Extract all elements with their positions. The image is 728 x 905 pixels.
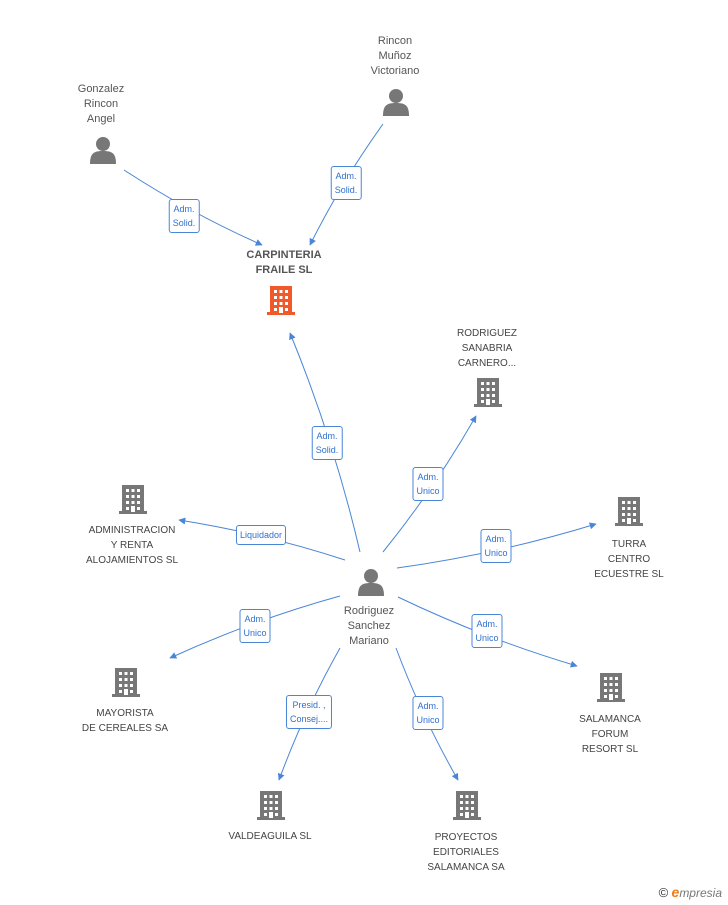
relation-badge-e3[interactable]: Adm. Solid. [311, 426, 343, 460]
relation-badge-e1[interactable]: Adm. Solid. [168, 199, 200, 233]
building-icon-rodriguez_sanabria[interactable] [474, 378, 502, 407]
relation-badge-e9[interactable]: Presid. , Consej.... [285, 695, 333, 729]
building-icon-valdeaguila[interactable] [257, 791, 285, 820]
node-label-valdeaguila[interactable]: VALDEAGUILA SL [228, 831, 312, 842]
empresia-watermark: © empresia [659, 884, 722, 900]
person-icon-gonzalez[interactable] [90, 137, 116, 164]
relation-badge-e8[interactable]: Adm. Unico [471, 614, 503, 648]
building-icon-turra[interactable] [615, 497, 643, 526]
relation-badge-e4[interactable]: Adm. Unico [412, 467, 444, 501]
person-icon-rincon[interactable] [383, 89, 409, 116]
node-label-administracion[interactable]: ADMINISTRACION Y RENTA ALOJAMIENTOS SL [85, 525, 179, 566]
building-icon-proyectos[interactable] [453, 791, 481, 820]
node-label-rodriguez_sanabria[interactable]: RODRIGUEZ SANABRIA CARNERO... [457, 328, 517, 369]
node-label-turra[interactable]: TURRA CENTRO ECUESTRE SL [594, 539, 664, 580]
relation-badge-e6[interactable]: Adm. Unico [480, 529, 512, 563]
copyright-symbol: © [658, 885, 669, 900]
brand-logo-text: mpresia [679, 886, 722, 900]
relation-badge-e2[interactable]: Adm. Solid. [330, 166, 362, 200]
relation-badge-e10[interactable]: Adm. Unico [412, 696, 444, 730]
node-label-gonzalez[interactable]: Gonzalez Rincon Angel [77, 83, 125, 125]
node-label-carpinteria[interactable]: CARPINTERIA FRAILE SL [246, 249, 322, 276]
brand-logo-e: e [671, 884, 680, 900]
node-label-proyectos[interactable]: PROYECTOS EDITORIALES SALAMANCA SA [427, 832, 505, 873]
node-label-rodriguez_sanchez[interactable]: Rodriguez Sanchez Mariano [343, 605, 395, 647]
node-label-rincon[interactable]: Rincon Muñoz Victoriano [370, 35, 420, 77]
node-label-salamanca_forum[interactable]: SALAMANCA FORUM RESORT SL [579, 714, 641, 755]
building-icon-administracion[interactable] [119, 485, 147, 514]
node-label-mayorista[interactable]: MAYORISTA DE CEREALES SA [81, 708, 169, 734]
building-icon-salamanca_forum[interactable] [597, 673, 625, 702]
building-icon-carpinteria[interactable] [267, 286, 295, 315]
relation-badge-e7[interactable]: Adm. Unico [239, 609, 271, 643]
building-icon-mayorista[interactable] [112, 668, 140, 697]
person-icon-rodriguez_sanchez[interactable] [358, 569, 384, 596]
relation-badge-e5[interactable]: Liquidador [235, 525, 287, 545]
